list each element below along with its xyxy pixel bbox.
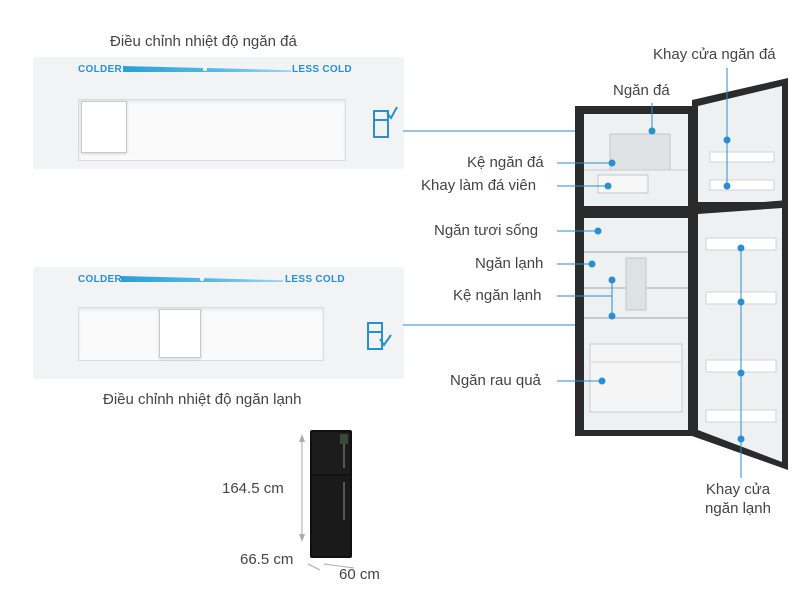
- fridge-control-panel: COLDER LESS COLD: [33, 267, 404, 379]
- fridge-colder-label: COLDER: [78, 274, 123, 285]
- fridge-check-icon: [367, 322, 392, 350]
- fridge-slider-track: [78, 307, 324, 361]
- callout-ice-tray: Khay làm đá viên: [421, 177, 537, 194]
- freezer-slider-knob[interactable]: [81, 101, 127, 153]
- fridge-check-icon: [373, 106, 398, 138]
- freezer-scale-bar: [123, 66, 291, 72]
- freezer-colder-label: COLDER: [78, 64, 123, 75]
- freezer-control-panel: COLDER LESS COLD: [33, 57, 404, 169]
- callout-freezer: Ngăn đá: [613, 82, 670, 99]
- dimension-width: 60 cm: [339, 566, 380, 583]
- callout-freezer-door-tray: Khay cửa ngăn đá: [653, 46, 776, 63]
- callout-freezer-shelf: Kệ ngăn đá: [467, 154, 544, 171]
- fridge-control-title: Điều chỉnh nhiệt độ ngăn lạnh: [103, 391, 302, 408]
- freezer-less-cold-label: LESS COLD: [292, 64, 352, 75]
- fridge-slider-knob[interactable]: [159, 309, 201, 358]
- callout-fresh-zone: Ngăn tươi sống: [434, 222, 539, 239]
- dimension-height: 164.5 cm: [222, 480, 284, 497]
- callout-fridge-door-tray-line1: Khay cửa: [705, 481, 771, 498]
- freezer-scale-marker: [203, 67, 207, 71]
- fridge-illustration: [575, 78, 788, 470]
- callout-fridge: Ngăn lạnh: [475, 255, 544, 272]
- callout-fridge-door-tray-line2: ngăn lạnh: [705, 500, 771, 517]
- fridge-scale-marker: [200, 277, 204, 281]
- fridge-dimensions-illustration: [299, 430, 355, 571]
- callout-fridge-shelf: Kệ ngăn lạnh: [453, 287, 542, 304]
- fridge-less-cold-label: LESS COLD: [285, 274, 345, 285]
- callout-crisper: Ngăn rau quả: [450, 372, 541, 389]
- freezer-control-title: Điều chỉnh nhiệt độ ngăn đá: [110, 33, 297, 50]
- dimension-depth: 66.5 cm: [240, 551, 294, 568]
